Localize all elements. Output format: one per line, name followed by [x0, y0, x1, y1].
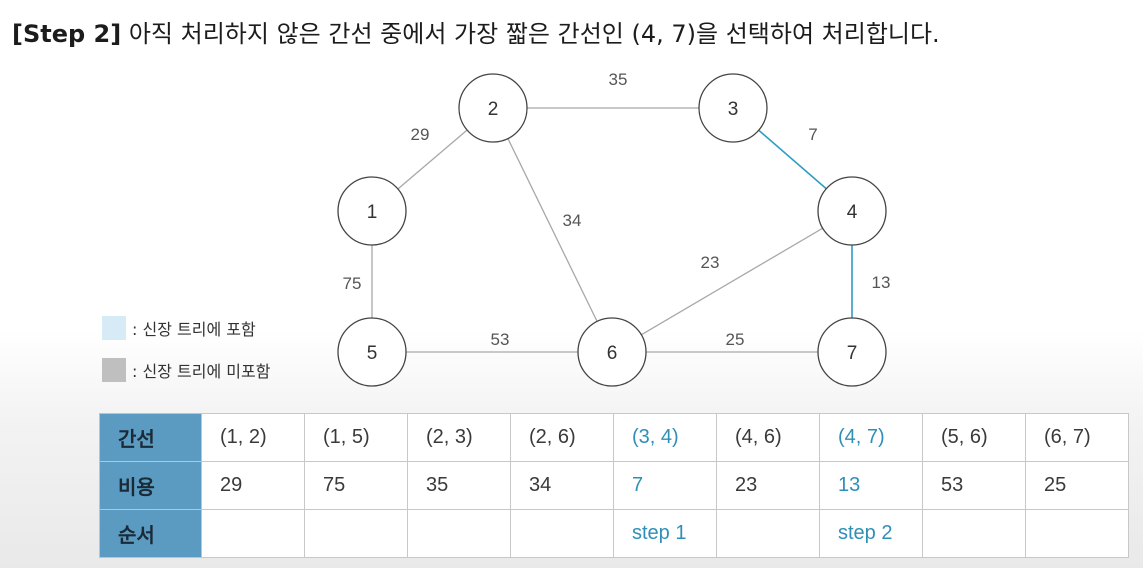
node-1 — [337, 176, 407, 246]
legend-included-swatch — [102, 316, 126, 340]
title-text: 아직 처리하지 않은 간선 중에서 가장 짧은 간선인 (4, 7)을 선택하여… — [121, 20, 940, 48]
node-2 — [458, 73, 528, 143]
order-cell — [1025, 509, 1129, 558]
edge-cell: (2, 6) — [510, 413, 614, 462]
order-cell — [716, 509, 820, 558]
cost-cell: 34 — [510, 461, 614, 510]
table-row-edges: 간선 (1, 2)(1, 5)(2, 3)(2, 6)(3, 4)(4, 6)(… — [99, 413, 1129, 462]
cost-cell: 75 — [304, 461, 408, 510]
legend-included-label: : 신장 트리에 포함 — [132, 320, 256, 339]
edge-cell: (5, 6) — [922, 413, 1026, 462]
cost-cell: 53 — [922, 461, 1026, 510]
legend-included: : 신장 트리에 포함 — [102, 316, 256, 340]
edge-cell: (2, 3) — [407, 413, 511, 462]
node-6 — [577, 317, 647, 387]
node-label-7: 7 — [847, 343, 858, 364]
node-4 — [817, 176, 887, 246]
edge-weight-3-4: 7 — [808, 125, 817, 144]
order-cell: step 1 — [613, 509, 717, 558]
legend-excluded: : 신장 트리에 미포함 — [102, 358, 270, 382]
row-header-edge: 간선 — [99, 413, 202, 462]
node-3 — [698, 73, 768, 143]
order-cell — [922, 509, 1026, 558]
node-label-4: 4 — [847, 202, 858, 223]
cost-cell: 23 — [716, 461, 820, 510]
edge-weight-2-3: 35 — [609, 70, 628, 89]
order-cell: step 2 — [819, 509, 923, 558]
edge-weight-5-6: 53 — [491, 330, 510, 349]
row-header-cost: 비용 — [99, 461, 202, 510]
order-cell — [304, 509, 408, 558]
cost-cell: 7 — [613, 461, 717, 510]
edge-cell: (1, 2) — [201, 413, 305, 462]
node-5 — [337, 317, 407, 387]
step-label: [Step 2] — [12, 20, 122, 48]
edge-weight-1-2: 29 — [411, 125, 430, 144]
legend-excluded-label: : 신장 트리에 미포함 — [132, 362, 271, 381]
edge-cell: (3, 4) — [613, 413, 717, 462]
edge-weight-1-5: 75 — [343, 274, 362, 293]
table-row-order: 순서 step 1 step 2 — [99, 509, 1129, 558]
page-title: [Step 2] 아직 처리하지 않은 간선 중에서 가장 짧은 간선인 (4,… — [12, 14, 940, 49]
edge-4-6 — [611, 210, 853, 353]
edge-cell: (4, 6) — [716, 413, 820, 462]
edge-weight-6-7: 25 — [726, 330, 745, 349]
edge-2-6 — [492, 107, 613, 353]
row-header-order: 순서 — [99, 509, 202, 558]
order-cell — [510, 509, 614, 558]
cost-cell: 35 — [407, 461, 511, 510]
edge-cell: (1, 5) — [304, 413, 408, 462]
node-label-6: 6 — [607, 343, 618, 364]
edge-cell: (4, 7) — [819, 413, 923, 462]
edge-cell: (6, 7) — [1025, 413, 1129, 462]
edge-table: 간선 (1, 2)(1, 5)(2, 3)(2, 6)(3, 4)(4, 6)(… — [99, 413, 1129, 558]
order-cell — [407, 509, 511, 558]
edge-weight-4-7: 13 — [872, 273, 891, 292]
node-label-3: 3 — [728, 99, 739, 120]
edge-weight-4-6: 23 — [701, 253, 720, 272]
node-label-1: 1 — [367, 202, 378, 223]
order-cell — [201, 509, 305, 558]
edge-weight-2-6: 34 — [563, 211, 582, 230]
cost-cell: 29 — [201, 461, 305, 510]
cost-cell: 13 — [819, 461, 923, 510]
node-label-2: 2 — [488, 99, 499, 120]
node-label-5: 5 — [367, 343, 378, 364]
legend-excluded-swatch — [102, 358, 126, 382]
node-7 — [817, 317, 887, 387]
cost-cell: 25 — [1025, 461, 1129, 510]
